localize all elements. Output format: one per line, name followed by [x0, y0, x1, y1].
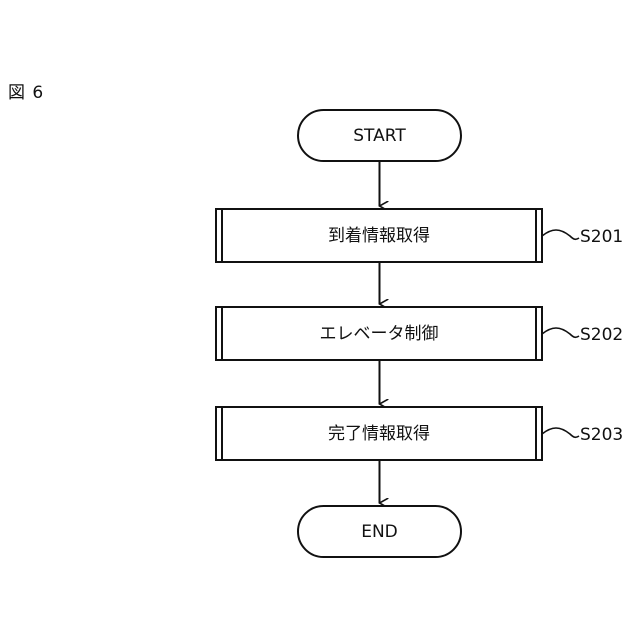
step-id-s202: S202 — [580, 325, 623, 345]
step-leader-s203 — [542, 428, 579, 437]
step-leader-s201 — [542, 230, 579, 239]
start-terminal: START — [298, 110, 461, 161]
step-leader-s202 — [542, 328, 579, 337]
process-step-s203: 完了情報取得 — [216, 407, 542, 460]
end-label: END — [361, 522, 398, 542]
step-id-s203: S203 — [580, 425, 623, 445]
step-label-s202: エレベータ制御 — [320, 324, 439, 344]
process-step-s202: エレベータ制御 — [216, 307, 542, 360]
process-step-s201: 到着情報取得 — [216, 209, 542, 262]
end-terminal: END — [298, 506, 461, 557]
step-label-s201: 到着情報取得 — [328, 226, 430, 246]
step-id-s201: S201 — [580, 227, 623, 247]
start-label: START — [353, 126, 406, 146]
step-label-s203: 完了情報取得 — [328, 424, 430, 444]
